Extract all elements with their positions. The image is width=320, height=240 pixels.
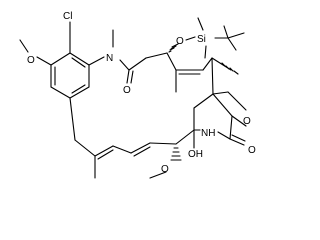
atom-o-carbonyl-carbamate: O bbox=[248, 145, 256, 156]
aromatic-ring bbox=[50, 52, 90, 99]
oxazinanone-ring bbox=[193, 91, 246, 146]
bond-si-me1 bbox=[197, 17, 204, 31]
bond-o-me-chain bbox=[149, 171, 167, 179]
bond-o-methyl bbox=[19, 39, 29, 53]
bond-ring-o-a bbox=[227, 91, 247, 111]
bond-o-si bbox=[185, 36, 196, 41]
atom-o-ring-ether: O bbox=[243, 116, 251, 127]
bond-ring-o-b bbox=[231, 115, 247, 127]
hashed-wedge-ome bbox=[170, 147, 182, 161]
atom-n-amide: N bbox=[106, 53, 113, 64]
bond-c-o-double-2 bbox=[130, 70, 134, 84]
bond-tbu-me1 bbox=[223, 25, 229, 39]
bond-diene-4b bbox=[97, 149, 114, 160]
atom-oh: OH bbox=[188, 149, 203, 160]
atom-cl: Cl bbox=[63, 11, 72, 22]
bond-n-carbonyl bbox=[119, 59, 130, 71]
bond-diene-2 bbox=[130, 142, 151, 154]
bond-diene-3 bbox=[112, 145, 132, 154]
bond-ch-alkene bbox=[166, 52, 177, 71]
bond-diene-1 bbox=[149, 142, 177, 145]
bond-ring-n bbox=[88, 56, 105, 66]
bond-carbonyl-ch2 bbox=[128, 57, 147, 71]
bond-tbu-me3 bbox=[227, 37, 237, 51]
atom-nh: NH bbox=[201, 128, 215, 139]
hashed-wedge-methyl bbox=[221, 62, 239, 75]
bond-diene-ch2 bbox=[74, 139, 96, 157]
bond-alkene-ch bbox=[202, 57, 213, 71]
bond-diene-4 bbox=[94, 145, 114, 157]
structure-canvas: Cl O N O O Si O NH O OH O bbox=[19, 11, 256, 179]
atom-o-methoxy-chain: O bbox=[161, 164, 169, 175]
bond-ch2-ring bbox=[69, 97, 76, 141]
bond-tbu-me2 bbox=[227, 32, 245, 39]
bond-ch2-choTBS bbox=[145, 52, 168, 59]
atom-o-silyl: O bbox=[176, 36, 184, 47]
bond-c-ch-ome bbox=[175, 129, 195, 145]
bond-c-o-double-1 bbox=[126, 69, 130, 84]
atom-si: Si bbox=[197, 34, 206, 45]
atom-o-carbonyl-amide: O bbox=[123, 85, 131, 96]
molecule-drawing: Cl O N O O Si O NH O OH O bbox=[19, 11, 256, 179]
bond-diene-2b bbox=[133, 146, 151, 157]
atom-o-methoxy-ring: O bbox=[27, 55, 35, 66]
bond-ring-o bbox=[36, 56, 52, 66]
bond-ch-ch-ring bbox=[211, 57, 214, 95]
hashed-wedge-otbs bbox=[168, 43, 179, 53]
bond-si-me2 bbox=[204, 45, 207, 59]
